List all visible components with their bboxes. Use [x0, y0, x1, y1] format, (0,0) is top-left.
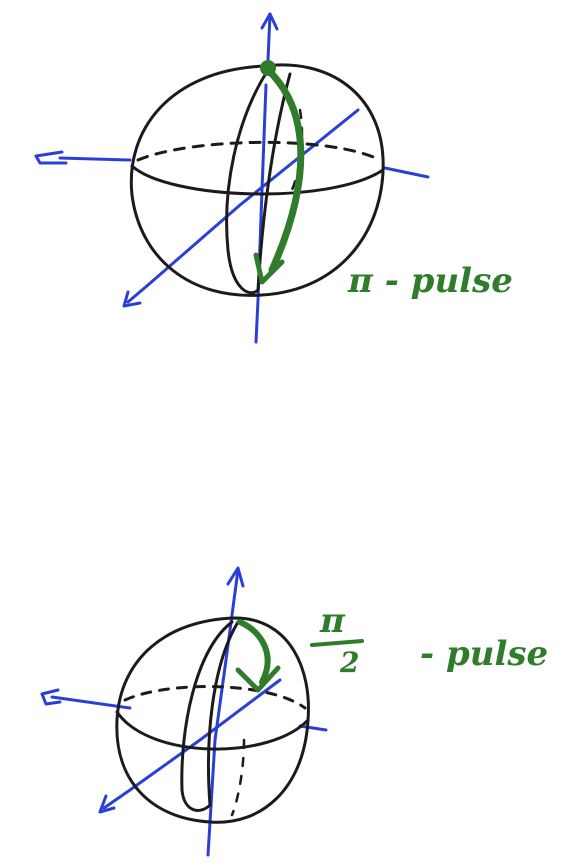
bottom-sphere-outline — [115, 616, 310, 824]
bottom-meridian — [180, 620, 240, 812]
top-pulse-label: π - pulse — [347, 261, 513, 301]
bottom-meridian-back — [230, 738, 246, 817]
top-pulse-arrow — [264, 66, 305, 274]
top-equator-front — [130, 164, 385, 196]
top-meridian — [225, 68, 292, 295]
bottom-x-axis — [102, 678, 282, 810]
bottom-bloch-sphere — [40, 566, 328, 857]
top-bloch-sphere — [34, 12, 430, 344]
bottom-label-denominator: 2 — [339, 646, 359, 679]
top-pulse-arrowhead — [253, 252, 285, 285]
bottom-equator-front — [115, 710, 310, 751]
bottom-label-numerator: π — [319, 601, 346, 641]
bottom-axes — [40, 566, 328, 857]
top-equator-back — [136, 140, 382, 162]
bottom-label-fraction-bar — [310, 639, 364, 647]
bottom-x-arrowhead — [98, 794, 116, 814]
bottom-pulse-arrowhead — [235, 665, 281, 693]
top-z-arrowhead — [260, 12, 279, 31]
bottom-label-suffix: - pulse — [420, 634, 548, 674]
bottom-pulse-label: π 2 - pulse — [310, 601, 548, 679]
top-sphere-outline — [129, 63, 385, 297]
bottom-equator-back — [123, 685, 307, 710]
top-x-axis — [126, 108, 360, 304]
top-y-arrowhead — [34, 150, 68, 165]
top-y-axis — [58, 156, 430, 179]
bottom-z-arrowhead — [226, 566, 245, 588]
bottom-y-arrowhead — [40, 688, 62, 706]
bottom-pulse-arrow — [237, 619, 271, 685]
bottom-z-axis — [206, 568, 240, 857]
top-x-arrowhead — [122, 290, 142, 308]
